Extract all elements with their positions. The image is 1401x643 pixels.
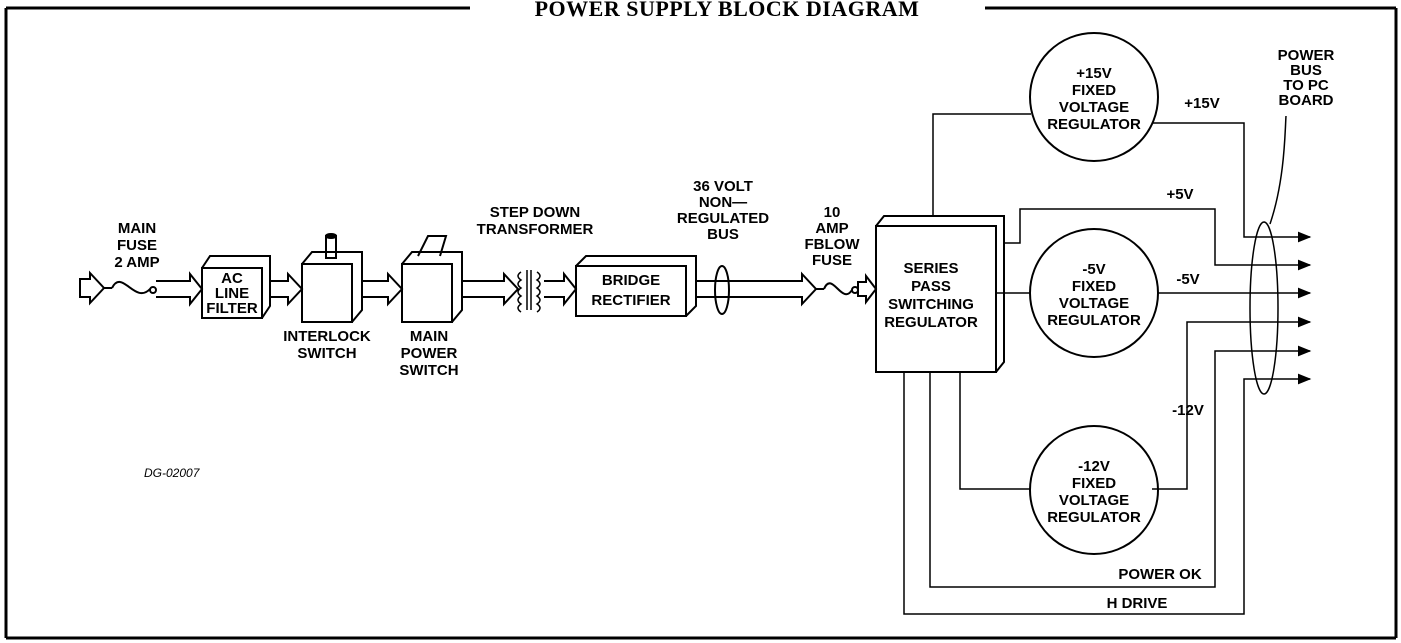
out-minus5-label: -5V: [1176, 271, 1199, 288]
ac-line-filter-box: [201, 255, 271, 319]
bus-36v-ring: [714, 265, 730, 315]
conduit-2: [270, 271, 304, 307]
powerbus-label-1: POWER: [1278, 47, 1335, 64]
series-regulator-box: [875, 215, 1005, 373]
h-drive-label: H DRIVE: [1107, 595, 1168, 612]
bus-36v-conduit: [696, 271, 818, 307]
powerbus-label-3: TO PC: [1283, 77, 1329, 94]
conduit-4: [462, 271, 520, 307]
drawing-code: DG-02007: [144, 466, 201, 480]
bridge-label-2: RECTIFIER: [591, 292, 670, 309]
reg5-label-4: REGULATOR: [1047, 312, 1141, 329]
powerbus-label-4: BOARD: [1279, 92, 1334, 109]
main-power-label-3: SWITCH: [399, 362, 458, 379]
ac-filter-label-1: AC: [221, 270, 243, 287]
powerbus-label-2: BUS: [1290, 62, 1322, 79]
power-ok-label: POWER OK: [1118, 566, 1202, 583]
series-label-4: REGULATOR: [884, 314, 978, 331]
reg12-label-4: REGULATOR: [1047, 509, 1141, 526]
main-fuse: [104, 280, 157, 295]
fuse10-label-1: 10: [824, 204, 841, 221]
conduit-5: [544, 271, 578, 307]
bus36-label-3: REGULATED: [677, 210, 769, 227]
ac-input-arrow: [79, 270, 106, 306]
step-down-transformer: [517, 270, 541, 313]
fuse10-label-2: AMP: [815, 220, 848, 237]
fuse10-label-4: FUSE: [812, 252, 852, 269]
reg15-label-3: VOLTAGE: [1059, 99, 1129, 116]
reg12-label-3: VOLTAGE: [1059, 492, 1129, 509]
reg15-label-1: +15V: [1076, 65, 1111, 82]
conduit-3: [362, 271, 404, 307]
reg5-label-2: FIXED: [1072, 278, 1116, 295]
frame: [4, 6, 1398, 640]
series-label-2: PASS: [911, 278, 951, 295]
reg15-label-2: FIXED: [1072, 82, 1116, 99]
ac-filter-label-3: FILTER: [206, 300, 258, 317]
series-label-3: SWITCHING: [888, 296, 974, 313]
reg12-label-1: -12V: [1078, 458, 1110, 475]
bus36-label-1: 36 VOLT: [693, 178, 753, 195]
series-label-1: SERIES: [903, 260, 958, 277]
interlock-label-1: INTERLOCK: [283, 328, 371, 345]
main-fuse-label-1: MAIN: [118, 220, 156, 237]
regulator-minus12-circle: [1029, 425, 1159, 555]
bridge-rectifier-box: [575, 255, 697, 317]
conduit-6: [857, 273, 878, 305]
out-minus12-label: -12V: [1172, 402, 1204, 419]
fuse-10-amp: [816, 282, 859, 296]
reg15-label-4: REGULATOR: [1047, 116, 1141, 133]
out-plus15-label: +15V: [1184, 95, 1219, 112]
main-fuse-label-2: FUSE: [117, 237, 157, 254]
transformer-label-1: STEP DOWN: [490, 204, 581, 221]
bridge-label-1: BRIDGE: [602, 272, 660, 289]
interlock-label-2: SWITCH: [297, 345, 356, 362]
bus36-label-4: BUS: [707, 226, 739, 243]
bus36-label-2: NON—: [699, 194, 747, 211]
transformer-label-2: TRANSFORMER: [477, 221, 594, 238]
wiring: [903, 113, 1312, 615]
diagram-title: POWER SUPPLY BLOCK DIAGRAM: [535, 0, 920, 21]
reg5-label-1: -5V: [1082, 261, 1105, 278]
main-power-label-2: POWER: [401, 345, 458, 362]
main-fuse-label-3: 2 AMP: [114, 254, 159, 271]
fuse10-label-3: FBLOW: [805, 236, 861, 253]
main-power-label-1: MAIN: [410, 328, 448, 345]
reg5-label-3: VOLTAGE: [1059, 295, 1129, 312]
main-power-switch-box: [401, 235, 463, 323]
out-plus5-label: +5V: [1166, 186, 1193, 203]
interlock-switch-box: [301, 233, 363, 323]
conduit-1: [156, 271, 204, 307]
regulator-plus15-circle: [1029, 32, 1159, 162]
ac-filter-label-2: LINE: [215, 285, 249, 302]
reg12-label-2: FIXED: [1072, 475, 1116, 492]
